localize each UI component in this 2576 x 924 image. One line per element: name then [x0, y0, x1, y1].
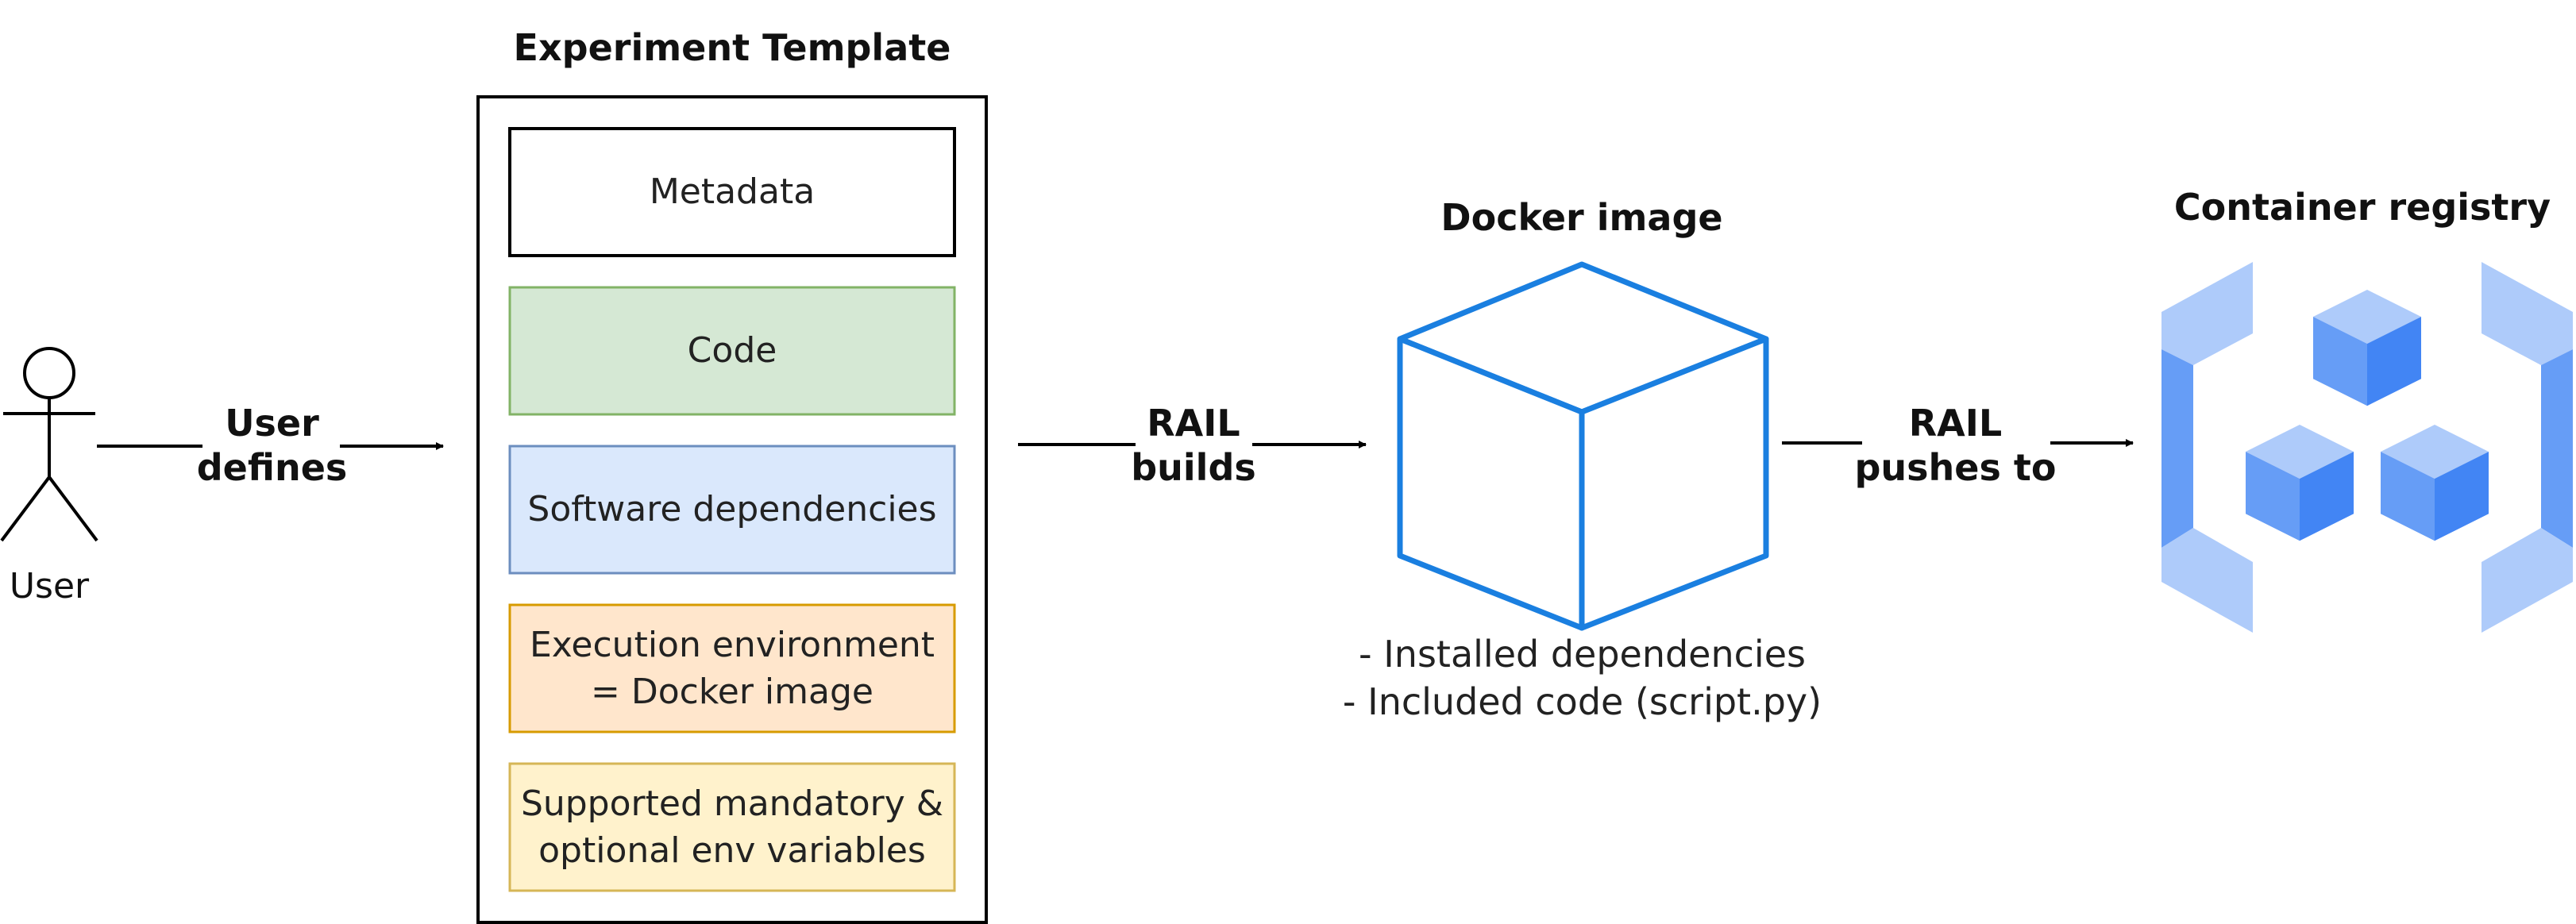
docker-notes: - Installed dependencies - Included code…: [1302, 631, 1862, 726]
registry-cube-top-left: [2313, 317, 2367, 406]
registry-cube-left-left: [2246, 452, 2300, 541]
template-box-1: [508, 127, 956, 257]
registry-title: Container registry: [2173, 186, 2551, 229]
registry-cube-top-right: [2367, 317, 2421, 406]
registry-cube-left-right: [2300, 452, 2354, 541]
container-registry-icon: [2161, 262, 2573, 633]
registry-right-bracket-bottom: [2482, 528, 2573, 633]
docker-note-dependencies: - Installed dependencies: [1359, 633, 1806, 676]
registry-right-bracket-top: [2482, 262, 2573, 365]
registry-right-bracket-mid: [2541, 349, 2573, 548]
docker-note-code: - Included code (script.py): [1342, 680, 1822, 723]
registry-left-bracket-bottom: [2161, 528, 2253, 633]
template-box-label-3: Software dependencies: [527, 489, 937, 530]
template-box-label-1: Metadata: [649, 171, 816, 213]
template-box-label-5: Supported mandatory & optional env varia…: [520, 783, 944, 871]
docker-title: Docker image: [1440, 196, 1723, 239]
docker-image-cube-icon: [1397, 261, 1769, 631]
registry-left-bracket-top: [2161, 262, 2253, 365]
template-box-4: [508, 603, 956, 733]
user-label: User: [9, 566, 90, 606]
registry-cube-right-right: [2435, 452, 2489, 541]
template-box-5: [508, 762, 956, 892]
template-title: Experiment Template: [513, 26, 951, 69]
template-box-label-2: Code: [687, 330, 777, 372]
template-box-3: [508, 445, 956, 575]
user-actor-icon: [0, 347, 98, 542]
template-box-2: [508, 286, 956, 416]
registry-cube-right-left: [2381, 452, 2435, 541]
registry-left-bracket-mid: [2161, 349, 2193, 548]
template-box-label-4: Execution environment = Docker image: [529, 624, 935, 712]
